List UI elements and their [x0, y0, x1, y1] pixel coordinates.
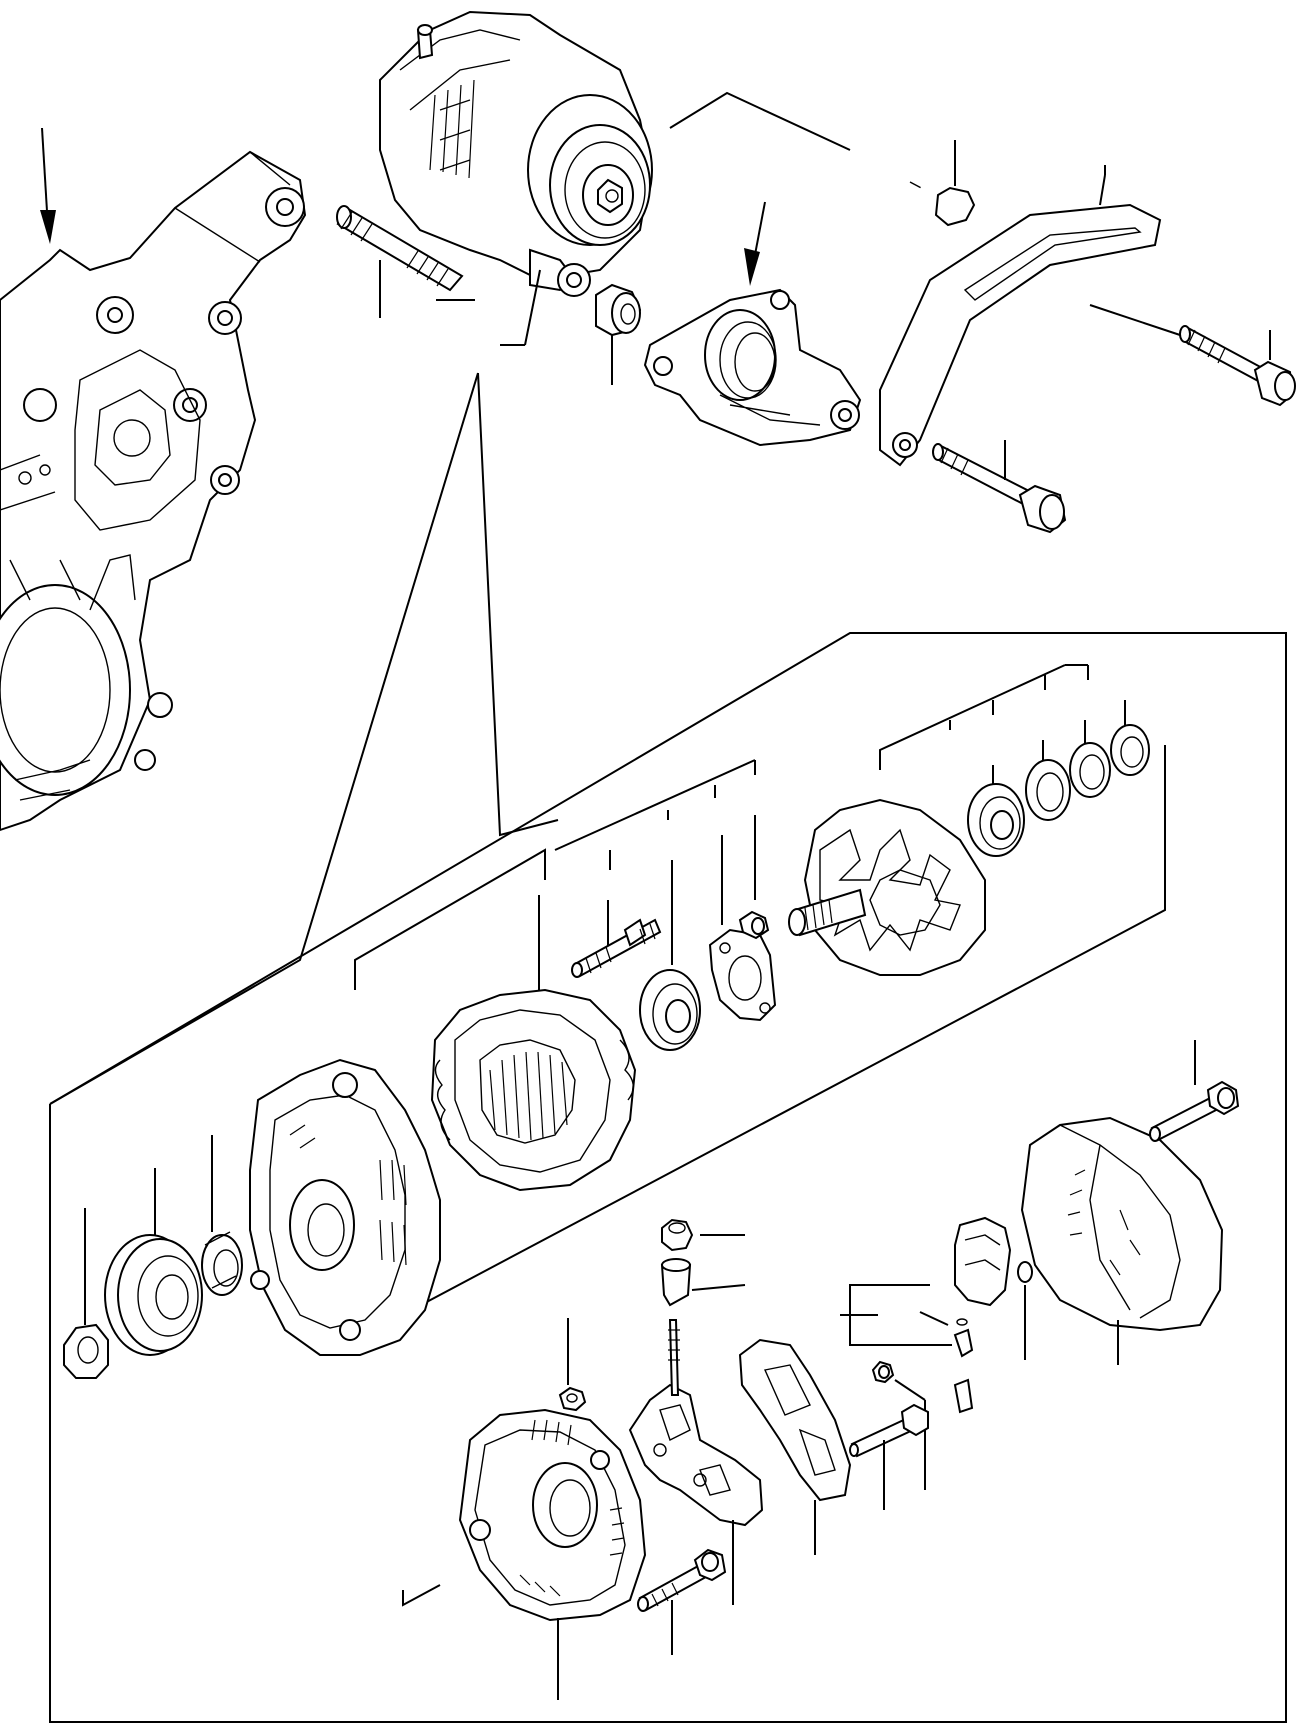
through-bolt: [849, 1403, 929, 1510]
cover-ring: [1110, 724, 1150, 776]
cover-bolt: [1149, 1040, 1240, 1142]
rear-frame: [402, 1408, 647, 1700]
collar-nut: [595, 283, 642, 385]
leader-alternator: [436, 91, 926, 301]
alternator-assembly: [379, 10, 653, 346]
frame-bolt: [637, 1548, 727, 1655]
rectifier: [628, 1319, 764, 1605]
engine-timing-cover: [0, 150, 307, 832]
pulley-nut: [63, 1208, 109, 1379]
stud-bolt: [336, 205, 464, 318]
screw: [738, 910, 770, 940]
brush-holder: [954, 1216, 1033, 1307]
washer: [1069, 742, 1111, 798]
spacer-ring: [1025, 759, 1071, 821]
adjusting-bar: [879, 165, 1162, 467]
regulator-cover: [738, 1338, 852, 1555]
small-nut: [558, 1318, 587, 1412]
terminal-insulator: [660, 1258, 746, 1307]
stud-front: [571, 918, 662, 978]
collar: [201, 1135, 243, 1296]
bearing-front: [639, 969, 701, 1051]
front-frame: [249, 1058, 441, 1356]
vacuum-pump-bracket: [643, 288, 862, 447]
bearing-rotor: [967, 783, 1025, 857]
rotor: [788, 798, 986, 976]
bolt-lower: [932, 440, 1067, 534]
rear-cover: [1020, 1116, 1224, 1365]
zoom-leader-lines: [49, 372, 559, 1105]
bolt-upper: [1089, 304, 1296, 407]
nut: [934, 140, 976, 227]
ic-regulator: [840, 1284, 1026, 1414]
stator: [430, 988, 637, 1192]
arrow-engine-icon: [40, 127, 56, 244]
inset-frame: [49, 632, 1287, 1723]
pulley: [104, 1168, 203, 1356]
retainer-plate: [708, 928, 777, 1022]
arrow-bracket-icon: [744, 201, 766, 286]
terminal-nut: [661, 1218, 745, 1252]
